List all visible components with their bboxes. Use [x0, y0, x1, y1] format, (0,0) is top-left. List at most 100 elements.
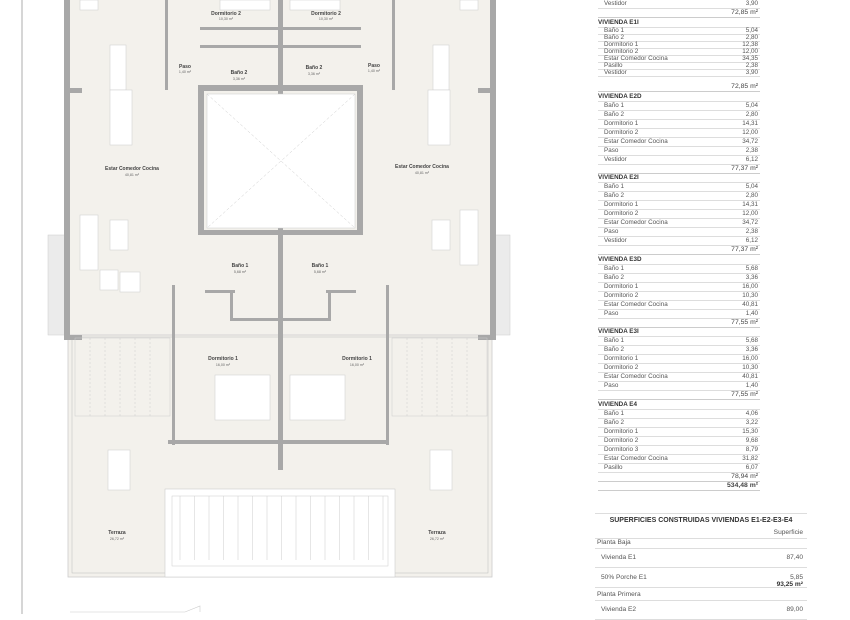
row-value: 31,82: [742, 454, 758, 462]
row-name: Vestidor: [604, 0, 627, 7]
subtotal-value: 78,94 m²: [731, 472, 758, 480]
row-name: Estar Comedor Cocina: [604, 137, 668, 145]
row-name: Baño 2: [604, 273, 624, 281]
column-header: Superficie: [595, 527, 807, 539]
section-header: VIVIENDA E3D: [598, 255, 760, 265]
row-name: Baño 1: [604, 264, 624, 272]
room-label: Dormitorio 2: [311, 11, 341, 17]
row-name: Paso: [604, 228, 619, 236]
row-name: Pasillo: [604, 463, 623, 471]
subtotal: 77,37 m²: [598, 164, 760, 174]
room-area: 10,30 m²: [319, 17, 334, 21]
row-value: 6,12: [745, 155, 758, 163]
row-name: Baño 2: [604, 346, 624, 354]
row-value: 2,38: [745, 228, 758, 236]
row-name: Baño 2: [604, 192, 624, 200]
row-name: Dormitorio 1: [604, 201, 639, 209]
grand-total: 534,48 m²: [598, 481, 760, 492]
room-area: 5,68 m²: [314, 270, 327, 274]
row-value: 1,40: [745, 382, 758, 390]
row-name: Baño 1: [604, 183, 624, 191]
row-value: 8,79: [745, 445, 758, 453]
room-area: 40,81 m²: [125, 173, 140, 177]
row-value: 6,07: [745, 463, 758, 471]
left-balcony: [47, 234, 66, 336]
terrace-steps: [74, 337, 488, 417]
row-value: 9,68: [745, 436, 758, 444]
subtotal-value: 77,55 m²: [731, 318, 758, 326]
row-value: 12,00: [742, 210, 758, 218]
section-label: Planta Baja: [597, 539, 631, 546]
row-name: Dormitorio 1: [604, 40, 639, 48]
row-value: 34,35: [742, 54, 758, 62]
table-row: Dormitorio 1 15,30: [598, 427, 760, 437]
row-name: Dormitorio 1: [604, 282, 639, 290]
column-label: Superficie: [773, 529, 803, 536]
row-name: Paso: [604, 146, 619, 154]
room-area: 10,30 m²: [219, 17, 234, 21]
room-label: Terraza: [108, 530, 126, 536]
section-header: VIVIENDA E4: [598, 400, 760, 410]
section-title: VIVIENDA E4: [598, 400, 637, 408]
room-label: Paso: [179, 64, 191, 70]
section-header: VIVIENDA E1I: [598, 18, 760, 28]
row-name: Baño 1: [604, 337, 624, 345]
subtotal: 93,25 m²: [595, 579, 807, 590]
room-label: Estar Comedor Cocina: [395, 164, 449, 170]
room-label: Dormitorio 1: [342, 356, 372, 362]
room-label: Baño 1: [312, 263, 329, 269]
section-title: VIVIENDA E1I: [598, 18, 639, 26]
row-name: Baño 1: [604, 409, 624, 417]
row-value: 15,30: [742, 427, 758, 435]
row-name: Estar Comedor Cocina: [604, 300, 668, 308]
subtotal: 77,55 m²: [598, 390, 760, 401]
row-name: Baño 1: [604, 26, 624, 34]
row-value: 89,00: [786, 606, 803, 613]
row-value: 3,90: [745, 69, 758, 77]
row-name: Vestidor: [604, 69, 627, 77]
row-value: 10,30: [742, 291, 758, 299]
row-name: Baño 2: [604, 110, 624, 118]
room-label: Estar Comedor Cocina: [105, 166, 159, 172]
row-value: 2,80: [745, 33, 758, 41]
room-area: 26,72 m²: [110, 537, 125, 541]
row-name: Paso: [604, 309, 619, 317]
room-label: Dormitorio 2: [211, 11, 241, 17]
row-value: 40,81: [742, 373, 758, 381]
section-header: Planta Baja: [595, 537, 807, 549]
room-label: Paso: [368, 63, 380, 69]
row-name: Estar Comedor Cocina: [604, 373, 668, 381]
room-label: Baño 2: [306, 65, 323, 71]
subtotal: 77,37 m²: [598, 245, 760, 256]
row-name: Estar Comedor Cocina: [604, 54, 668, 62]
table-row: Pasillo 6,07: [598, 463, 760, 473]
section-header: VIVIENDA E3I: [598, 327, 760, 338]
section-title: VIVIENDA E2I: [598, 174, 639, 182]
room-area: 26,72 m²: [430, 537, 445, 541]
row-value: 34,72: [742, 219, 758, 227]
row-name: Dormitorio 1: [604, 119, 639, 127]
row-name: Dormitorio 1: [604, 427, 639, 435]
room-area: 16,00 m²: [216, 363, 231, 367]
subtotal-value: 72,85 m²: [731, 83, 758, 91]
row-name: Dormitorio 2: [604, 364, 639, 372]
row-value: 3,90: [745, 0, 758, 7]
subtotal-value: 77,55 m²: [731, 391, 758, 399]
stair: [164, 488, 396, 578]
row-name: Baño 2: [604, 33, 624, 41]
